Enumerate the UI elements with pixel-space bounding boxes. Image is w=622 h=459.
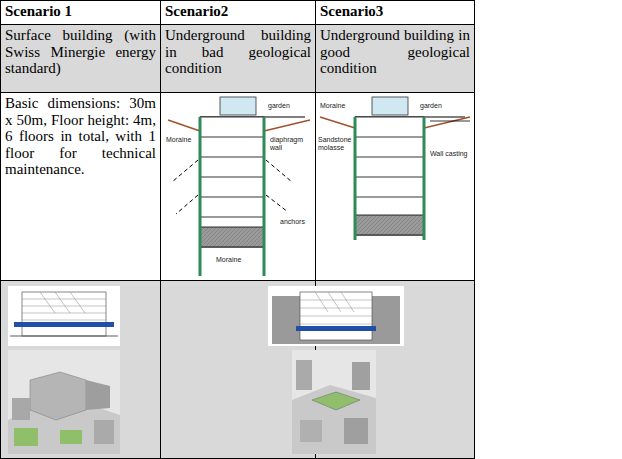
soil-label: Moraine	[166, 136, 191, 144]
cell-text: Basic dimensions: 30m x 50m, Floor heigh…	[5, 95, 156, 178]
cell-text: Surface building (with Swiss Minergie en…	[5, 27, 156, 77]
underground-building-images	[268, 286, 404, 454]
header-cell: Scenario3	[316, 1, 474, 24]
row-ground	[0, 280, 475, 459]
cell-text: Scenario 1	[5, 3, 156, 20]
soil-label: Moraine	[320, 102, 345, 110]
soil-label: Moraine	[216, 256, 241, 264]
description-cell: Underground building in good geological …	[316, 25, 474, 92]
anchor-label: anchors	[280, 218, 305, 226]
dimension-cell: Basic dimensions: 30m x 50m, Floor heigh…	[1, 93, 160, 280]
cell-text: Scenario3	[320, 3, 470, 20]
cell-text: Scenario2	[165, 3, 311, 20]
wall-label: diaphragm wall	[270, 136, 312, 151]
header-cell: Scenario 1	[1, 1, 160, 24]
soil-label: garden	[268, 102, 290, 110]
wall-label: Wall casting	[430, 150, 467, 158]
surface-building-images	[8, 286, 120, 454]
cell-text: Underground building in good geological …	[320, 27, 470, 77]
rock-label: Sandstone molasse	[318, 136, 353, 151]
description-cell: Surface building (with Swiss Minergie en…	[1, 25, 160, 92]
cell-text: Underground building in bad geological c…	[165, 27, 311, 77]
description-cell: Underground building in bad geological c…	[161, 25, 315, 92]
soil-label: garden	[420, 102, 442, 110]
table-grid	[0, 0, 475, 459]
good-geology-section	[320, 97, 470, 240]
bad-geology-section	[168, 97, 310, 276]
header-cell: Scenario2	[161, 1, 315, 24]
